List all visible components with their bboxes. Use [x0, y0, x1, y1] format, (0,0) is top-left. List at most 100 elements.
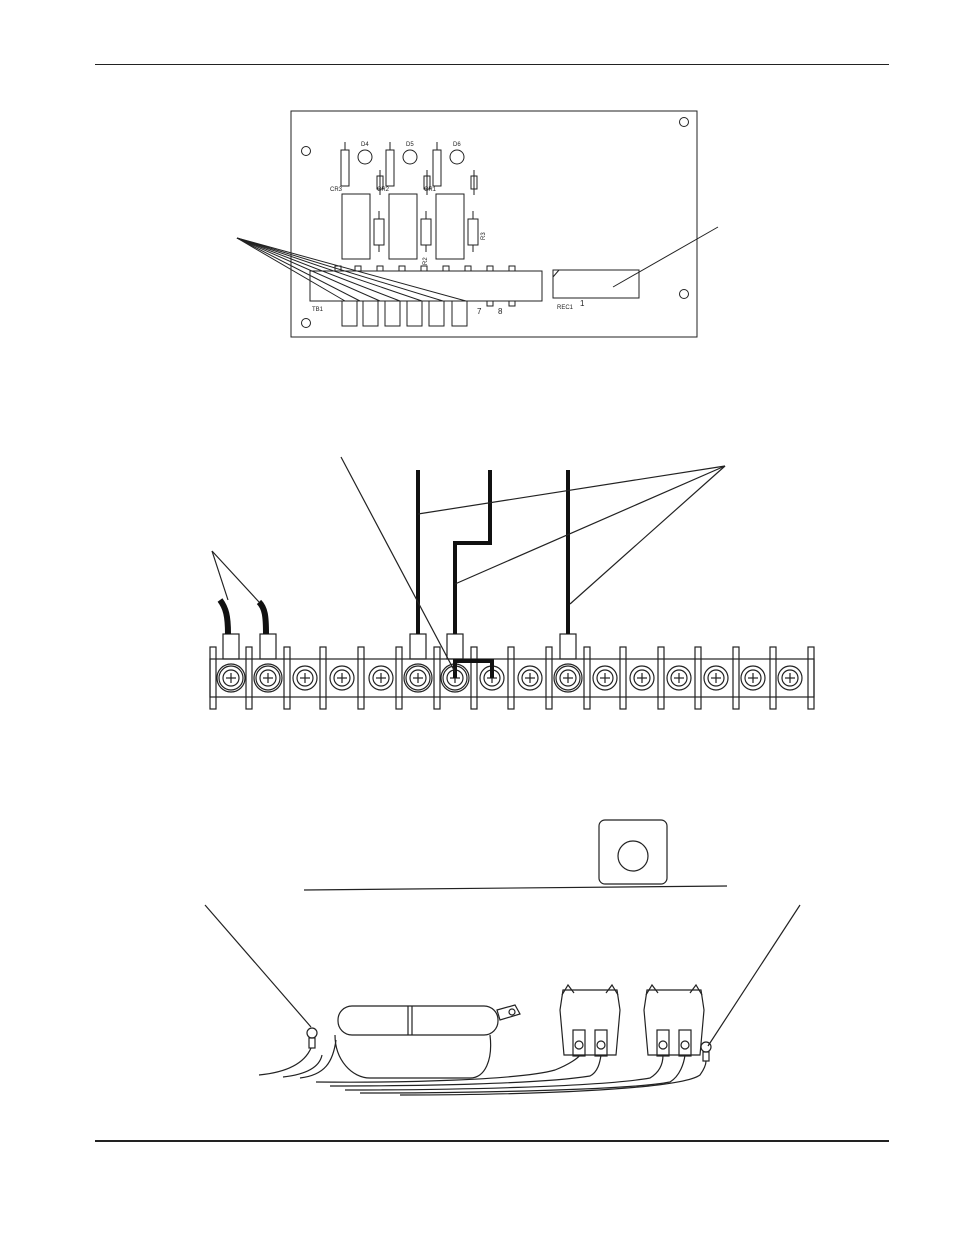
socket-tab	[645, 983, 659, 996]
mounting-hole	[679, 289, 689, 299]
socket-body	[643, 989, 705, 1056]
terminal-screw	[740, 665, 766, 691]
strip-divider	[657, 646, 665, 710]
terminal-strip-diagram	[209, 456, 815, 710]
mounting-hole	[679, 117, 689, 127]
resistor-horizontal	[467, 218, 479, 246]
strip-divider	[283, 646, 291, 710]
harness-wire	[329, 1054, 602, 1087]
screw-head	[596, 669, 614, 687]
wire-lug	[409, 633, 427, 660]
terminal-block-label: TB1	[312, 307, 324, 313]
harness-wire	[315, 1054, 581, 1083]
resistor-horizontal	[420, 218, 432, 246]
push-button	[617, 840, 649, 872]
terminal-number: 7	[477, 307, 482, 316]
screw-head	[521, 669, 539, 687]
resistor-vertical	[340, 149, 350, 187]
terminal-pin	[398, 265, 406, 272]
terminal-screw	[368, 665, 394, 691]
diode-d4	[357, 149, 373, 165]
panel-edge	[303, 885, 728, 891]
strip-divider	[395, 646, 403, 710]
terminal-screw	[592, 665, 618, 691]
receptacle-label: REC1	[557, 305, 574, 311]
strip-divider	[807, 646, 815, 710]
leader-line	[236, 237, 346, 302]
terminal-screw	[255, 665, 281, 691]
harness-wire	[258, 1047, 312, 1076]
mounting-hole	[301, 318, 311, 328]
terminal-screw	[629, 665, 655, 691]
socket-terminal	[678, 1029, 692, 1057]
screw-head	[296, 669, 314, 687]
lamp-socket-left	[559, 983, 621, 1057]
wire-black	[217, 598, 231, 635]
relay-cr3	[341, 193, 371, 260]
capacitor-tab-hole	[508, 1008, 516, 1016]
screw-head	[259, 669, 277, 687]
receptacle-key	[552, 269, 560, 278]
bottom-rule	[95, 1140, 889, 1142]
wire-lug	[446, 633, 464, 660]
socket-body	[559, 989, 621, 1056]
terminal-screw	[680, 1040, 690, 1050]
terminal-lug	[406, 300, 423, 327]
terminal-pin	[420, 265, 428, 272]
terminal-pin	[464, 265, 472, 272]
relay-cr1	[435, 193, 465, 260]
leader-line	[211, 550, 229, 601]
capacitor-body	[337, 1005, 499, 1036]
harness-wire	[299, 1039, 337, 1079]
capacitor-strap	[334, 1034, 492, 1079]
terminal-screw	[329, 665, 355, 691]
leader-line	[236, 237, 361, 302]
resistor-vertical	[432, 149, 442, 187]
screw-head	[707, 669, 725, 687]
strip-divider	[245, 646, 253, 710]
screw-head	[222, 669, 240, 687]
strip-divider	[583, 646, 591, 710]
strip-divider	[357, 646, 365, 710]
ring-terminal	[700, 1041, 712, 1053]
receptacle	[552, 269, 640, 299]
terminal-pin	[486, 300, 494, 307]
socket-terminal	[656, 1029, 670, 1057]
terminal-screw	[405, 665, 431, 691]
lug-ring	[553, 663, 583, 693]
relay-cr2	[388, 193, 418, 260]
terminal-lug	[428, 300, 445, 327]
strip-divider	[732, 646, 740, 710]
harness-wire	[359, 1054, 686, 1094]
lug-ring	[253, 663, 283, 693]
capacitor-tab	[496, 1004, 521, 1021]
ring-terminal	[306, 1027, 318, 1039]
leader-line	[612, 226, 719, 288]
component-harness-diagram	[204, 819, 801, 1096]
screw-head	[744, 669, 762, 687]
terminal-screw	[218, 665, 244, 691]
terminal-screw	[574, 1040, 584, 1050]
terminal-pin	[442, 265, 450, 272]
lug-ring	[403, 663, 433, 693]
crimp-sleeve	[702, 1051, 710, 1062]
terminal-screw	[658, 1040, 668, 1050]
socket-tab	[689, 983, 703, 996]
terminal-screw	[292, 665, 318, 691]
leader-line	[211, 550, 260, 603]
strip-divider	[433, 646, 441, 710]
terminal-screw	[777, 665, 803, 691]
leader-line	[707, 904, 801, 1047]
diode-label: D6	[453, 142, 461, 148]
screw-head	[633, 669, 651, 687]
harness-wire	[344, 1054, 664, 1091]
receptacle-pin-label: 1	[580, 299, 585, 308]
terminal-screw	[596, 1040, 606, 1050]
terminal-pin	[508, 265, 516, 272]
terminal-screw	[666, 665, 692, 691]
leader-line	[340, 456, 456, 673]
resistor-label: R2	[423, 257, 429, 265]
terminal-pin	[486, 265, 494, 272]
leader-line	[236, 237, 381, 302]
